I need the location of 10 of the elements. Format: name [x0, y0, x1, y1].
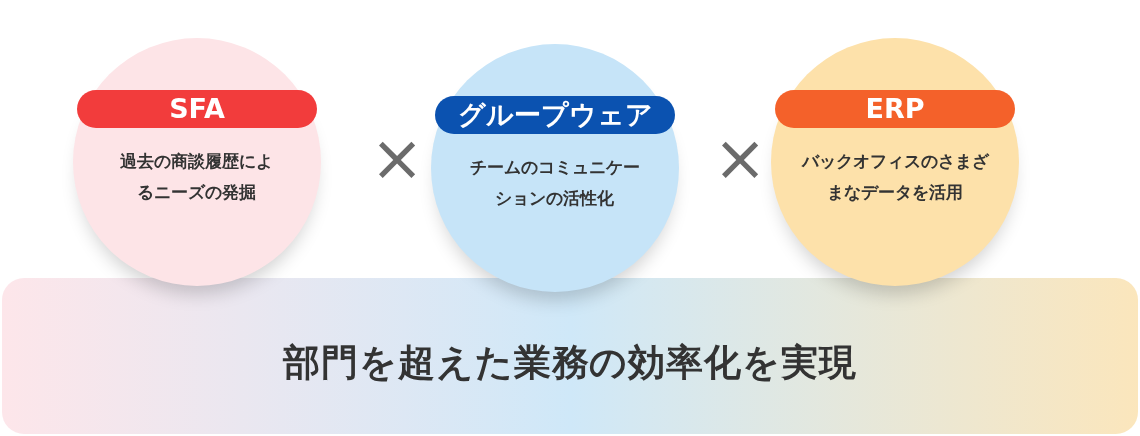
category-label: ERP — [775, 90, 1015, 128]
multiply-sign: × — [370, 126, 424, 190]
description-text: バックオフィスのさまざまなデータを活用 — [800, 150, 990, 204]
category-label: グループウェア — [435, 96, 675, 134]
result-band — [2, 278, 1138, 434]
description-text: チームのコミュニケーションの活性化 — [469, 156, 641, 210]
description-text: 過去の商談履歴によるニーズの発掘 — [119, 150, 275, 204]
category-label: SFA — [77, 90, 317, 128]
result-text: 部門を超えた業務の効率化を実現 — [283, 339, 857, 386]
multiply-sign: × — [713, 126, 767, 190]
